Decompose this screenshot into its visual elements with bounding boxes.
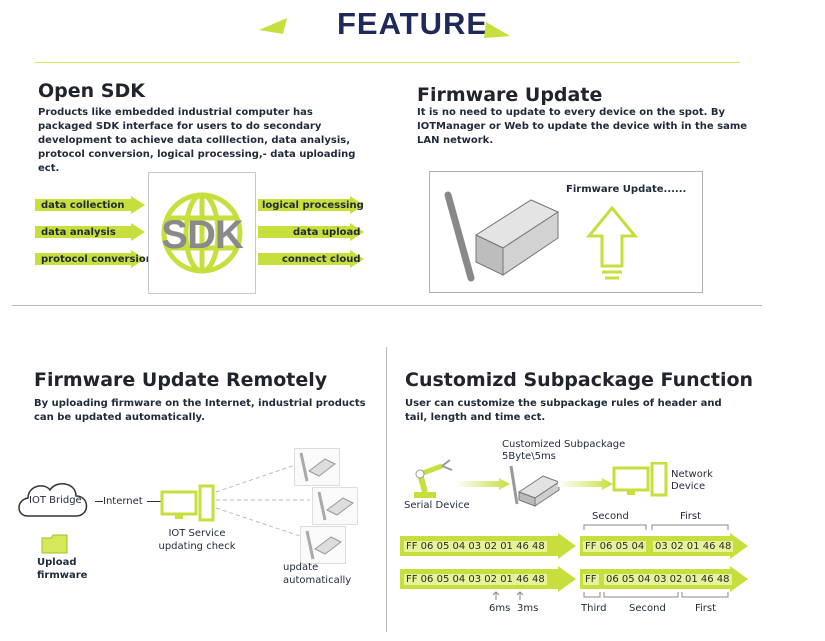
arrow-label: data upload: [293, 227, 361, 238]
arrow-label: logical processing: [262, 200, 364, 211]
arrow-logical-processing: [258, 196, 364, 214]
label-third-bottom: Third: [581, 603, 607, 614]
remote-update-title: Firmware Update Remotely: [34, 369, 328, 391]
brackets-top: [583, 524, 729, 530]
header-rule: [35, 62, 740, 63]
monitor-icon: [160, 484, 215, 522]
network-label: Network Device: [671, 469, 713, 492]
label-second-bottom: Second: [629, 603, 666, 614]
arrow-connect-cloud: [258, 250, 364, 268]
open-sdk-title: Open SDK: [38, 80, 145, 102]
device-icon: [444, 191, 560, 282]
label-first-bottom: First: [695, 603, 717, 614]
subpackage-description: User can customize the subpackage rules …: [405, 398, 722, 423]
custom-label: Customized Subpackage: [502, 439, 626, 450]
device-icon: [317, 491, 354, 521]
packet-bytes-second: FF 06 05 04: [583, 541, 647, 552]
custom-label-value: 5Byte\5ms: [502, 451, 556, 462]
network-device-icon: [612, 462, 668, 497]
cloud-icon: [18, 483, 88, 517]
packet-bytes-first: 01 46 48: [683, 574, 732, 585]
cloud-label: IOT Bridge: [29, 495, 82, 506]
arrow-label: data collection: [41, 200, 125, 211]
arrow-label: data analysis: [41, 227, 116, 238]
device-icon: [305, 530, 342, 560]
arrow-protocol-conversion: [35, 250, 145, 268]
section-divider: [12, 305, 762, 306]
subpackage-title: Customizd Subpackage Function: [405, 369, 754, 391]
label-second-top: Second: [592, 511, 629, 522]
sdk-logo-box: SDK: [148, 172, 256, 294]
flow-arrow-right: [558, 478, 613, 490]
gateway-device-icon: [509, 465, 561, 507]
firmware-update-panel: Firmware Update......: [429, 171, 703, 293]
internet-label: Internet: [103, 496, 143, 507]
flow-arrow-left: [455, 478, 510, 490]
service-label: IOT Service updating check: [158, 528, 236, 552]
brackets-bottom: [583, 592, 729, 598]
page-title: FEATURE: [336, 6, 489, 41]
arrow-data-collection: [35, 196, 145, 214]
folder-icon: [41, 534, 68, 554]
broadcast-lines: [215, 463, 310, 539]
arrow-data-analysis: [35, 223, 145, 241]
device-thumb-3: [300, 526, 346, 564]
auto-update-label: update automatically: [283, 562, 352, 586]
remote-update-description: By uploading firmware on the Internet, i…: [34, 398, 366, 423]
sdk-logo-text: SDK: [161, 213, 243, 257]
device-thumb-2: [312, 487, 358, 525]
device-thumb-1: [294, 448, 340, 486]
globe-icon: [161, 192, 243, 274]
timing-markers: [492, 591, 524, 600]
packet-bytes-third: FF: [583, 574, 599, 585]
packet-bytes: FF 06 05 04 03 02 01 46 48: [404, 541, 547, 552]
upload-arrow-icon: [585, 206, 639, 280]
arrow-label: protocol conversion: [41, 254, 153, 265]
vertical-divider: [386, 347, 387, 632]
label-6ms: 6ms: [489, 603, 511, 614]
robot-arm-icon: [414, 459, 453, 498]
open-sdk-description: Products like embedded industrial comput…: [38, 107, 356, 174]
arrow-data-upload: [258, 223, 364, 241]
left-triangle-icon: [259, 18, 287, 34]
arrow-label: connect cloud: [282, 254, 361, 265]
upload-label: Upload firmware: [37, 557, 88, 581]
label-first-top: First: [680, 511, 702, 522]
device-icon: [299, 452, 336, 482]
link-line: [95, 501, 103, 502]
packet-bytes: FF 06 05 04 03 02 01 46 48: [404, 574, 547, 585]
serial-label: Serial Device: [404, 500, 470, 511]
firmware-status-text: Firmware Update......: [566, 184, 687, 195]
right-triangle-icon: [484, 22, 510, 38]
firmware-update-title: Firmware Update: [417, 84, 603, 106]
packet-bytes-first: 03 02 01 46 48: [653, 541, 734, 552]
label-3ms: 3ms: [517, 603, 539, 614]
link-line: [147, 501, 161, 502]
firmware-update-description: It is no need to update to every device …: [417, 107, 748, 146]
packet-bytes-second: 06 05 04 03 02: [604, 574, 685, 585]
